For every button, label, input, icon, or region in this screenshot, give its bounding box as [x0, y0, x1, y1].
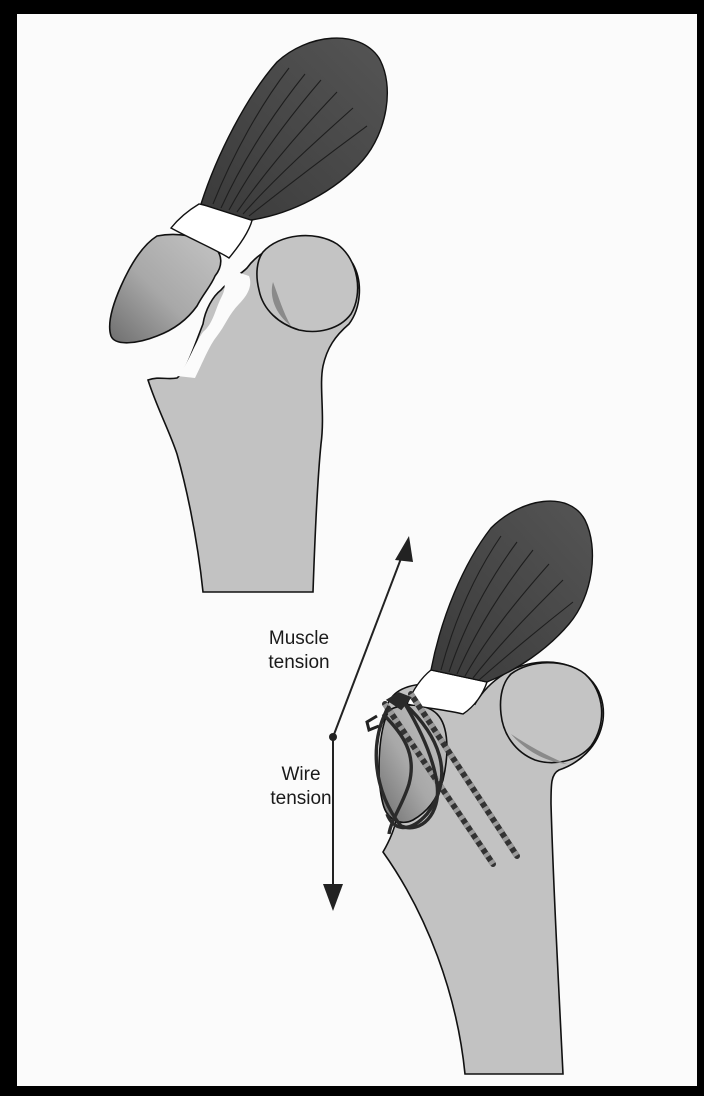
illustration-canvas: Muscle tension Wire tension: [17, 14, 697, 1086]
force-origin-dot: [329, 733, 337, 741]
bottom-figure-fixation: Muscle tension Wire tension: [268, 501, 603, 1074]
muscle-tension-label-line1: Muscle: [269, 628, 329, 649]
wire-tension-label-line1: Wire: [281, 764, 320, 785]
muscle-tension-arrowhead: [395, 536, 413, 562]
muscle-tension-label-line2: tension: [268, 652, 329, 673]
fracture-fixation-diagram: Muscle tension Wire tension: [17, 14, 697, 1086]
wire-tension-arrowhead: [323, 884, 343, 911]
wire-tension-label-line2: tension: [270, 788, 331, 809]
bottom-femoral-head: [500, 663, 601, 763]
top-figure-fracture: [110, 38, 388, 592]
top-muscle: [201, 38, 387, 220]
